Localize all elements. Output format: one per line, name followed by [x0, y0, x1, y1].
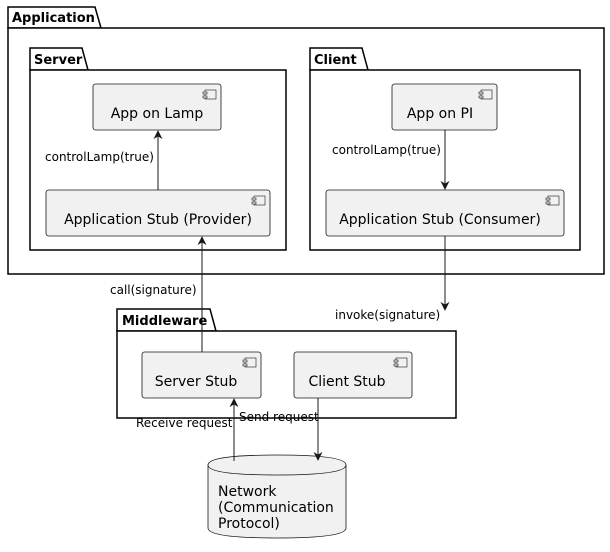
- server-package-title: Server: [34, 53, 83, 68]
- network-label-line-1: Network: [218, 484, 277, 500]
- app-on-pi-label: App on PI: [407, 106, 473, 122]
- network-database: Network (Communication Protocol): [207, 454, 347, 539]
- edge-label-call: call(signature): [110, 283, 197, 297]
- server-stub-label: Server Stub: [155, 374, 238, 390]
- edge-client-control: controlLamp(true): [332, 130, 450, 190]
- middleware-package-title: Middleware: [122, 314, 207, 329]
- app-stub-provider-label: Application Stub (Provider): [64, 212, 252, 228]
- edge-receive: Receive request: [136, 398, 239, 461]
- edge-label-send: Send request: [239, 410, 319, 424]
- client-stub-label: Client Stub: [308, 374, 385, 390]
- client-package-title: Client: [314, 53, 357, 68]
- component-app-on-lamp: App on Lamp: [92, 83, 222, 131]
- edge-invoke: invoke(signature): [335, 236, 450, 322]
- application-package-title: Application: [12, 11, 95, 26]
- edge-label-client-control: controlLamp(true): [332, 143, 441, 157]
- component-app-stub-consumer: Application Stub (Consumer): [325, 189, 565, 237]
- network-label-line-3: Protocol): [218, 516, 280, 532]
- network-label-line-2: (Communication: [218, 500, 334, 516]
- component-app-on-pi: App on PI: [391, 83, 498, 131]
- edge-call: call(signature): [110, 236, 207, 352]
- edge-label-server-control: controlLamp(true): [45, 150, 154, 164]
- app-on-lamp-label: App on Lamp: [111, 106, 204, 122]
- component-app-stub-provider: Application Stub (Provider): [45, 189, 271, 237]
- edge-server-control: controlLamp(true): [45, 130, 163, 190]
- edge-label-invoke: invoke(signature): [335, 308, 440, 322]
- edge-send: Send request: [239, 398, 323, 461]
- component-server-stub: Server Stub: [141, 351, 262, 399]
- edge-label-receive: Receive request: [136, 416, 233, 430]
- app-stub-consumer-label: Application Stub (Consumer): [339, 212, 541, 228]
- component-client-stub: Client Stub: [293, 351, 413, 399]
